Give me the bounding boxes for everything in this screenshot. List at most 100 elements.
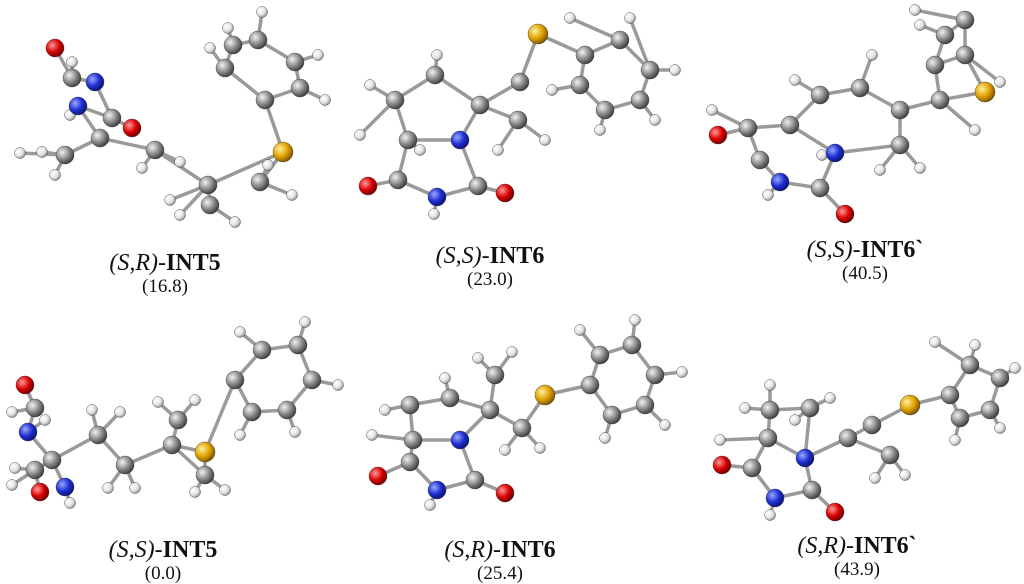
carbon-atom: [465, 470, 485, 490]
structure-name: INT6: [489, 243, 545, 269]
caption-sr-int5: (S,R)-INT5 (16.8): [60, 250, 270, 297]
hydrogen-atom: [816, 149, 828, 161]
bond: [98, 136, 157, 152]
hydrogen-atom: [599, 432, 611, 444]
carbon-atom: [590, 345, 610, 365]
carbon-atom: [90, 128, 110, 148]
relative-energy: (23.0): [467, 269, 513, 290]
nitrogen-atom: [85, 72, 105, 92]
hydrogen-atom: [379, 404, 391, 416]
hydrogen-atom: [234, 429, 246, 441]
carbon-atom: [250, 172, 270, 192]
molecule-ss-int6: [354, 12, 681, 220]
hydrogen-atom: [764, 379, 776, 391]
carbon-atom: [890, 135, 910, 155]
caption-ss-int6: (S,S)-INT6 (23.0): [385, 243, 595, 290]
hydrogen-atom: [289, 426, 301, 438]
carbon-atom: [955, 45, 975, 65]
carbon-atom: [595, 100, 615, 120]
carbon-atom: [570, 75, 590, 95]
hydrogen-atom: [219, 484, 231, 496]
carbon-atom: [635, 395, 655, 415]
hydrogen-atom: [9, 462, 21, 474]
hydrogen-atom: [102, 482, 114, 494]
hydrogen-atom: [189, 394, 201, 406]
hydrogen-atom: [286, 189, 298, 201]
carbon-atom: [810, 178, 830, 198]
carbon-atom: [738, 118, 758, 138]
nitrogen-atom: [68, 96, 88, 116]
nitrogen-atom: [55, 477, 75, 497]
hydrogen-atom: [714, 434, 726, 446]
oxygen-atom: [712, 455, 732, 475]
carbon-atom: [960, 355, 980, 375]
structure-name: INT6`: [860, 237, 924, 263]
carbon-atom: [242, 402, 262, 422]
sulfur-atom: [534, 384, 556, 406]
carbon-atom: [255, 90, 275, 110]
structure-title: (S,S)-INT6`: [806, 237, 924, 263]
hydrogen-atom: [546, 84, 558, 96]
hydrogen-atom: [869, 472, 881, 484]
hydrogen-atom: [534, 442, 546, 454]
relative-energy: (43.9): [834, 559, 880, 580]
hydrogen-atom: [574, 324, 586, 336]
carbon-atom: [750, 150, 770, 170]
hydrogen-atom: [136, 162, 148, 174]
nitrogen-atom: [427, 480, 447, 500]
carbon-atom: [225, 370, 245, 390]
sulfur-atom: [272, 141, 294, 163]
bond: [833, 143, 902, 155]
stereo-label: (S,R): [797, 533, 846, 559]
hydrogen-atom: [174, 156, 186, 168]
hydrogen-atom: [914, 162, 926, 174]
hydrogen-atom: [762, 189, 774, 201]
hydrogen-atom: [439, 372, 451, 384]
carbon-atom: [285, 52, 305, 72]
carbon-atom: [248, 30, 268, 50]
carbon-atom: [102, 108, 122, 128]
carbon-atom: [940, 385, 960, 405]
carbon-atom: [55, 145, 75, 165]
carbon-atom: [425, 65, 445, 85]
carbon-atom: [602, 405, 622, 425]
carbon-atom: [25, 398, 45, 418]
carbon-atom: [640, 60, 660, 80]
hydrogen-atom: [174, 209, 186, 221]
carbon-atom: [800, 398, 820, 418]
carbon-atom: [145, 140, 165, 160]
carbon-atom: [810, 85, 830, 105]
carbon-atom: [485, 365, 505, 385]
structure-name: INT6`: [853, 533, 917, 559]
carbon-atom: [512, 418, 532, 438]
carbon-atom: [850, 78, 870, 98]
hydrogen-atom: [706, 104, 718, 116]
oxygen-atom: [45, 38, 65, 58]
relative-energy: (0.0): [144, 563, 182, 584]
carbon-atom: [400, 395, 420, 415]
carbon-atom: [990, 368, 1010, 388]
nitrogen-atom: [795, 448, 815, 468]
structure-name: INT5: [162, 537, 218, 563]
hydrogen-atom: [669, 64, 681, 76]
hydrogen-atom: [39, 414, 51, 426]
hydrogen-atom: [506, 346, 518, 358]
carbon-atom: [580, 375, 600, 395]
hydrogen-atom: [6, 479, 18, 491]
caption-sr-int6p: (S,R)-INT6` (43.9): [752, 533, 962, 580]
sulfur-atom: [974, 81, 996, 103]
hydrogen-atom: [994, 422, 1006, 434]
hydrogen-atom: [1009, 362, 1021, 374]
carbon-atom: [470, 95, 490, 115]
structure-title: (S,S)-INT6: [435, 243, 545, 269]
hydrogen-atom: [312, 49, 324, 61]
carbon-atom: [950, 408, 970, 428]
hydrogen-atom: [564, 12, 576, 24]
structure-name: INT5: [165, 250, 221, 276]
sulfur-atom: [194, 441, 216, 463]
nitrogen-atom: [825, 143, 845, 163]
molecule-ss-int5: [6, 316, 344, 509]
hydrogen-atom: [14, 147, 26, 159]
nitrogen-atom: [18, 422, 38, 442]
carbon-atom: [25, 460, 45, 480]
